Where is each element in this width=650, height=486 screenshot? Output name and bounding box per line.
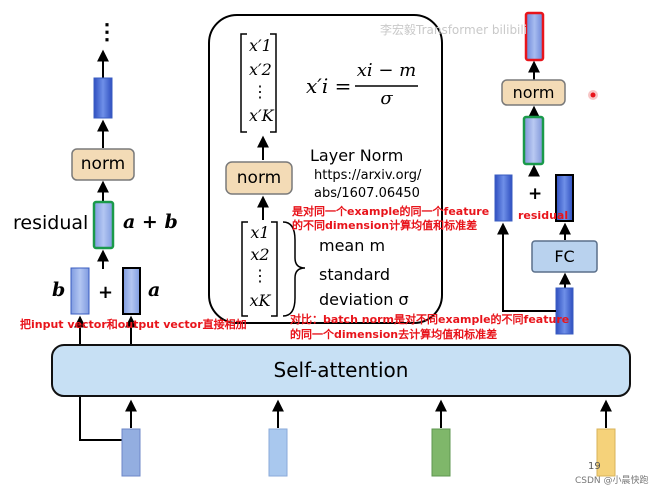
skip-annotation: 把input vector和output vector直接相加: [20, 318, 247, 331]
layer-norm-box: [225, 161, 293, 195]
input-bracket-right: [271, 221, 278, 317]
right-residual-sum-vector: [522, 115, 545, 166]
fc-box: [531, 240, 598, 273]
output-element-dots: ⋮: [252, 82, 268, 101]
input-vector-3: [431, 428, 451, 477]
left-output-vector: [93, 77, 113, 119]
input-vector-4: [596, 428, 616, 477]
layer-norm-label: norm: [236, 168, 282, 188]
output-element-k: x′K: [249, 106, 274, 125]
paper-link-line2[interactable]: abs/1607.06450: [314, 186, 420, 201]
output-bracket-left: [240, 33, 247, 133]
input-element-1: x1: [250, 223, 270, 242]
formula-denominator: σ: [380, 88, 393, 109]
curly-brace: [282, 221, 306, 317]
output-bracket-right: [270, 33, 277, 133]
input-vector-2: [268, 428, 288, 477]
page-number: 19: [588, 461, 601, 472]
residual-label: residual: [13, 212, 89, 234]
formula-numerator: xi − m: [356, 60, 417, 81]
right-feedforward-column: [494, 11, 598, 335]
input-bracket-left: [241, 221, 248, 317]
plus-label: +: [98, 282, 114, 303]
layer-norm-annotation-line1: 是对同一个example的同一个feature: [292, 205, 490, 218]
self-attention-box: [51, 344, 631, 397]
right-skip-connection-arrow: [497, 222, 556, 312]
self-attention-layer: [51, 344, 631, 477]
layer-norm-title: Layer Norm: [310, 146, 404, 165]
right-input-vector: [555, 287, 574, 335]
self-attention-label: Self-attention: [273, 358, 409, 382]
fc-label: FC: [554, 247, 575, 266]
a-label: a: [148, 279, 161, 301]
continuation-dots: ⋮: [96, 19, 118, 45]
watermark: 李宏毅Transformer bilibili: [380, 23, 528, 37]
std-label-line1: standard: [319, 265, 390, 284]
std-label-line2: deviation σ: [319, 290, 409, 309]
output-element-1: x′1: [249, 36, 272, 55]
input-element-2: x2: [250, 245, 270, 264]
left-vector-b: [70, 267, 90, 315]
right-plus-label: +: [528, 184, 543, 204]
right-residual-label: residual: [518, 209, 569, 222]
sum-label: a + b: [123, 211, 178, 233]
layer-norm-annotation-line2: 的不同dimension计算均值和标准差: [292, 219, 478, 232]
left-vector-a: [122, 267, 141, 315]
b-label: b: [52, 279, 66, 301]
left-norm-box: [71, 148, 135, 181]
layer-norm-panel-border: [208, 14, 443, 324]
right-output-vector: [524, 11, 545, 62]
layer-norm-panel: [208, 14, 443, 324]
right-vector-fc-output: [555, 174, 574, 222]
batch-norm-annotation-line2: 的同一个dimension去计算均值和标准差: [290, 328, 498, 341]
mean-label: mean m: [319, 236, 386, 255]
right-norm-box: [501, 79, 566, 106]
input-element-k: xK: [249, 291, 271, 310]
formula-lhs: x′i =: [306, 74, 352, 98]
left-residual-sum-vector: [92, 200, 115, 250]
output-element-2: x′2: [249, 60, 272, 79]
input-vector-1: [121, 428, 141, 477]
input-element-dots: ⋮: [252, 266, 268, 285]
left-residual-column: [70, 49, 141, 441]
right-vector-skip: [494, 174, 513, 222]
batch-norm-annotation-line1: 对比：batch norm是对不同example的不同feature: [290, 313, 570, 326]
paper-link-line1[interactable]: https://arxiv.org/: [314, 168, 422, 183]
right-norm-label: norm: [512, 83, 555, 102]
left-norm-label: norm: [80, 154, 126, 174]
footer-credit: CSDN @小晨快跑: [575, 476, 649, 486]
